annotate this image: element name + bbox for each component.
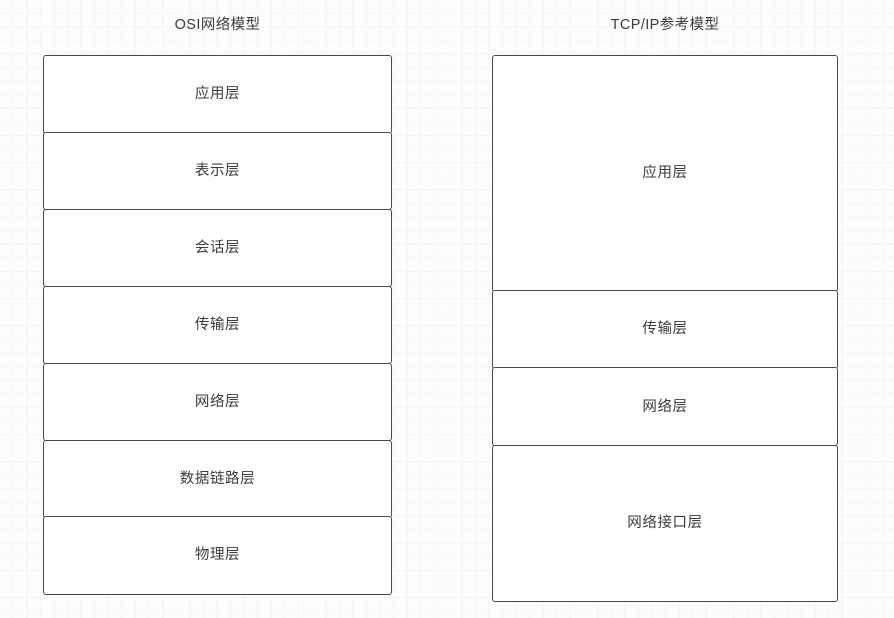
layer-label: 表示层: [194, 162, 241, 179]
layer-label: 传输层: [642, 321, 688, 338]
layer-label: 网络层: [194, 393, 241, 410]
osi-layer-data-link[interactable]: 数据链路层: [43, 439, 392, 519]
osi-column-title: OSI网络模型: [174, 17, 261, 33]
osi-layer-application[interactable]: 应用层: [43, 55, 392, 134]
osi-layer-physical[interactable]: 物理层: [43, 516, 392, 595]
tcpip-column-title: TCP/IP参考模型: [610, 17, 720, 33]
osi-layer-transport[interactable]: 传输层: [43, 285, 392, 365]
layer-label: 应用层: [194, 86, 241, 102]
layer-label: 传输层: [194, 316, 241, 333]
tcpip-layer-application[interactable]: 应用层: [492, 55, 838, 292]
tcpip-layer-network-interface[interactable]: 网络接口层: [492, 444, 838, 602]
tcpip-layer-stack: 应用层 传输层 网络层 网络接口层: [492, 55, 838, 605]
osi-layer-stack: 应用层 表示层 会话层 传输层 网络层 数据链路层 物理层: [43, 55, 392, 605]
osi-layer-network[interactable]: 网络层: [43, 362, 392, 442]
tcpip-layer-transport[interactable]: 传输层: [492, 290, 838, 369]
layer-label: 网络接口层: [627, 515, 703, 532]
layer-label: 网络层: [642, 398, 688, 415]
layer-label: 应用层: [642, 165, 688, 182]
tcpip-layer-internet[interactable]: 网络层: [492, 367, 838, 447]
osi-layer-presentation[interactable]: 表示层: [43, 131, 392, 211]
layer-label: 物理层: [194, 547, 241, 564]
osi-layer-session[interactable]: 会话层: [43, 208, 392, 288]
layer-label: 会话层: [194, 239, 241, 256]
layer-label: 数据链路层: [179, 470, 256, 487]
